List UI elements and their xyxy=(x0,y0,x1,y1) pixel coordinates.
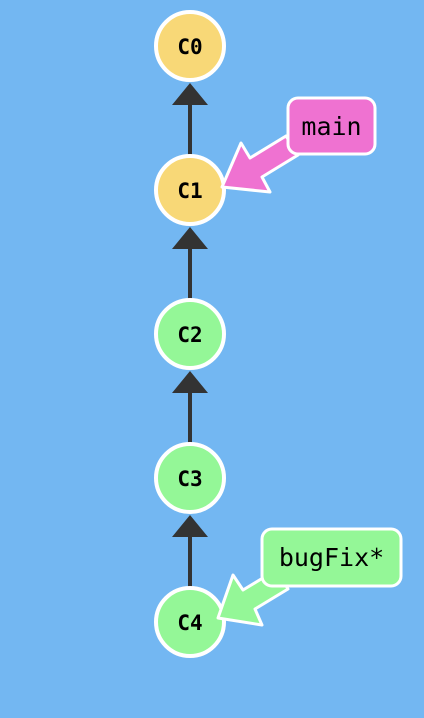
commit-c3[interactable]: C3 xyxy=(154,442,226,514)
edge-c3-to-c2 xyxy=(172,371,208,446)
branch-main-label: main xyxy=(301,112,361,141)
branch-bugfix-label-box xyxy=(260,527,403,588)
commit-c1[interactable]: C1 xyxy=(154,154,226,226)
commit-label-c1: C1 xyxy=(177,179,202,203)
edge-c4-to-c3 xyxy=(172,515,208,590)
commit-label-c3: C3 xyxy=(177,467,202,491)
edge-c1-to-c0 xyxy=(172,83,208,158)
commit-label-c4: C4 xyxy=(177,611,202,635)
commit-c2[interactable]: C2 xyxy=(154,298,226,370)
commit-edges xyxy=(172,83,208,590)
commit-c0[interactable]: C0 xyxy=(154,10,226,82)
edge-c2-to-c1 xyxy=(172,227,208,302)
commit-c4[interactable]: C4 xyxy=(154,586,226,658)
commit-label-c0: C0 xyxy=(177,35,202,59)
branch-bugfix-label: bugFix* xyxy=(279,543,384,572)
branch-main-label-box xyxy=(286,96,377,156)
branch-bugfix[interactable]: bugFix* xyxy=(216,527,403,627)
commit-label-c2: C2 xyxy=(177,323,202,347)
branch-main[interactable]: main xyxy=(220,96,377,194)
